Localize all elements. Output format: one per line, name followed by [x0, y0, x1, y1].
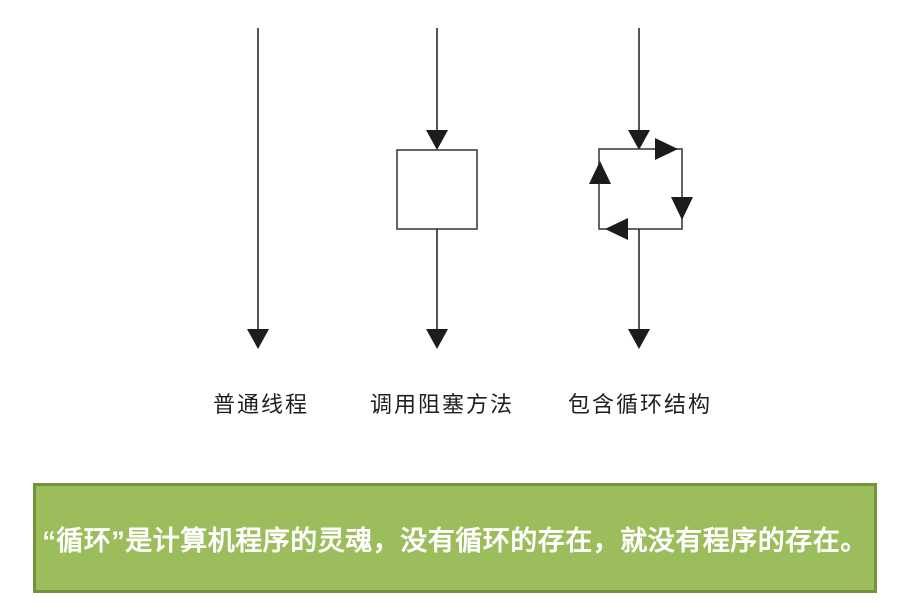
loop-box — [598, 148, 683, 230]
plain-thread-diagram — [247, 28, 269, 349]
blocking-box — [396, 149, 478, 230]
label-loop-structure: 包含循环结构 — [567, 392, 713, 417]
down-arrowhead-icon — [628, 130, 650, 150]
loop-down-arrowhead-icon — [671, 197, 693, 220]
blocking-method-diagram — [396, 28, 478, 349]
down-arrowhead-icon — [426, 329, 448, 349]
loop-structure-diagram — [589, 28, 693, 349]
thread-flow-diagrams — [247, 28, 693, 349]
loop-left-arrowhead-icon — [605, 218, 628, 240]
loop-right-arrowhead-icon — [655, 138, 678, 160]
down-arrowhead-icon — [247, 329, 269, 349]
label-plain-thread: 普通线程 — [212, 392, 310, 417]
label-blocking-method: 调用阻塞方法 — [369, 392, 515, 417]
quote-text: “循环”是计算机程序的灵魂，没有循环的存在，就没有程序的存在。 — [42, 525, 868, 556]
down-arrowhead-icon — [426, 130, 448, 150]
loop-up-arrowhead-icon — [589, 161, 611, 184]
down-arrowhead-icon — [628, 329, 650, 349]
quote-banner: “循环”是计算机程序的灵魂，没有循环的存在，就没有程序的存在。 — [33, 483, 877, 593]
